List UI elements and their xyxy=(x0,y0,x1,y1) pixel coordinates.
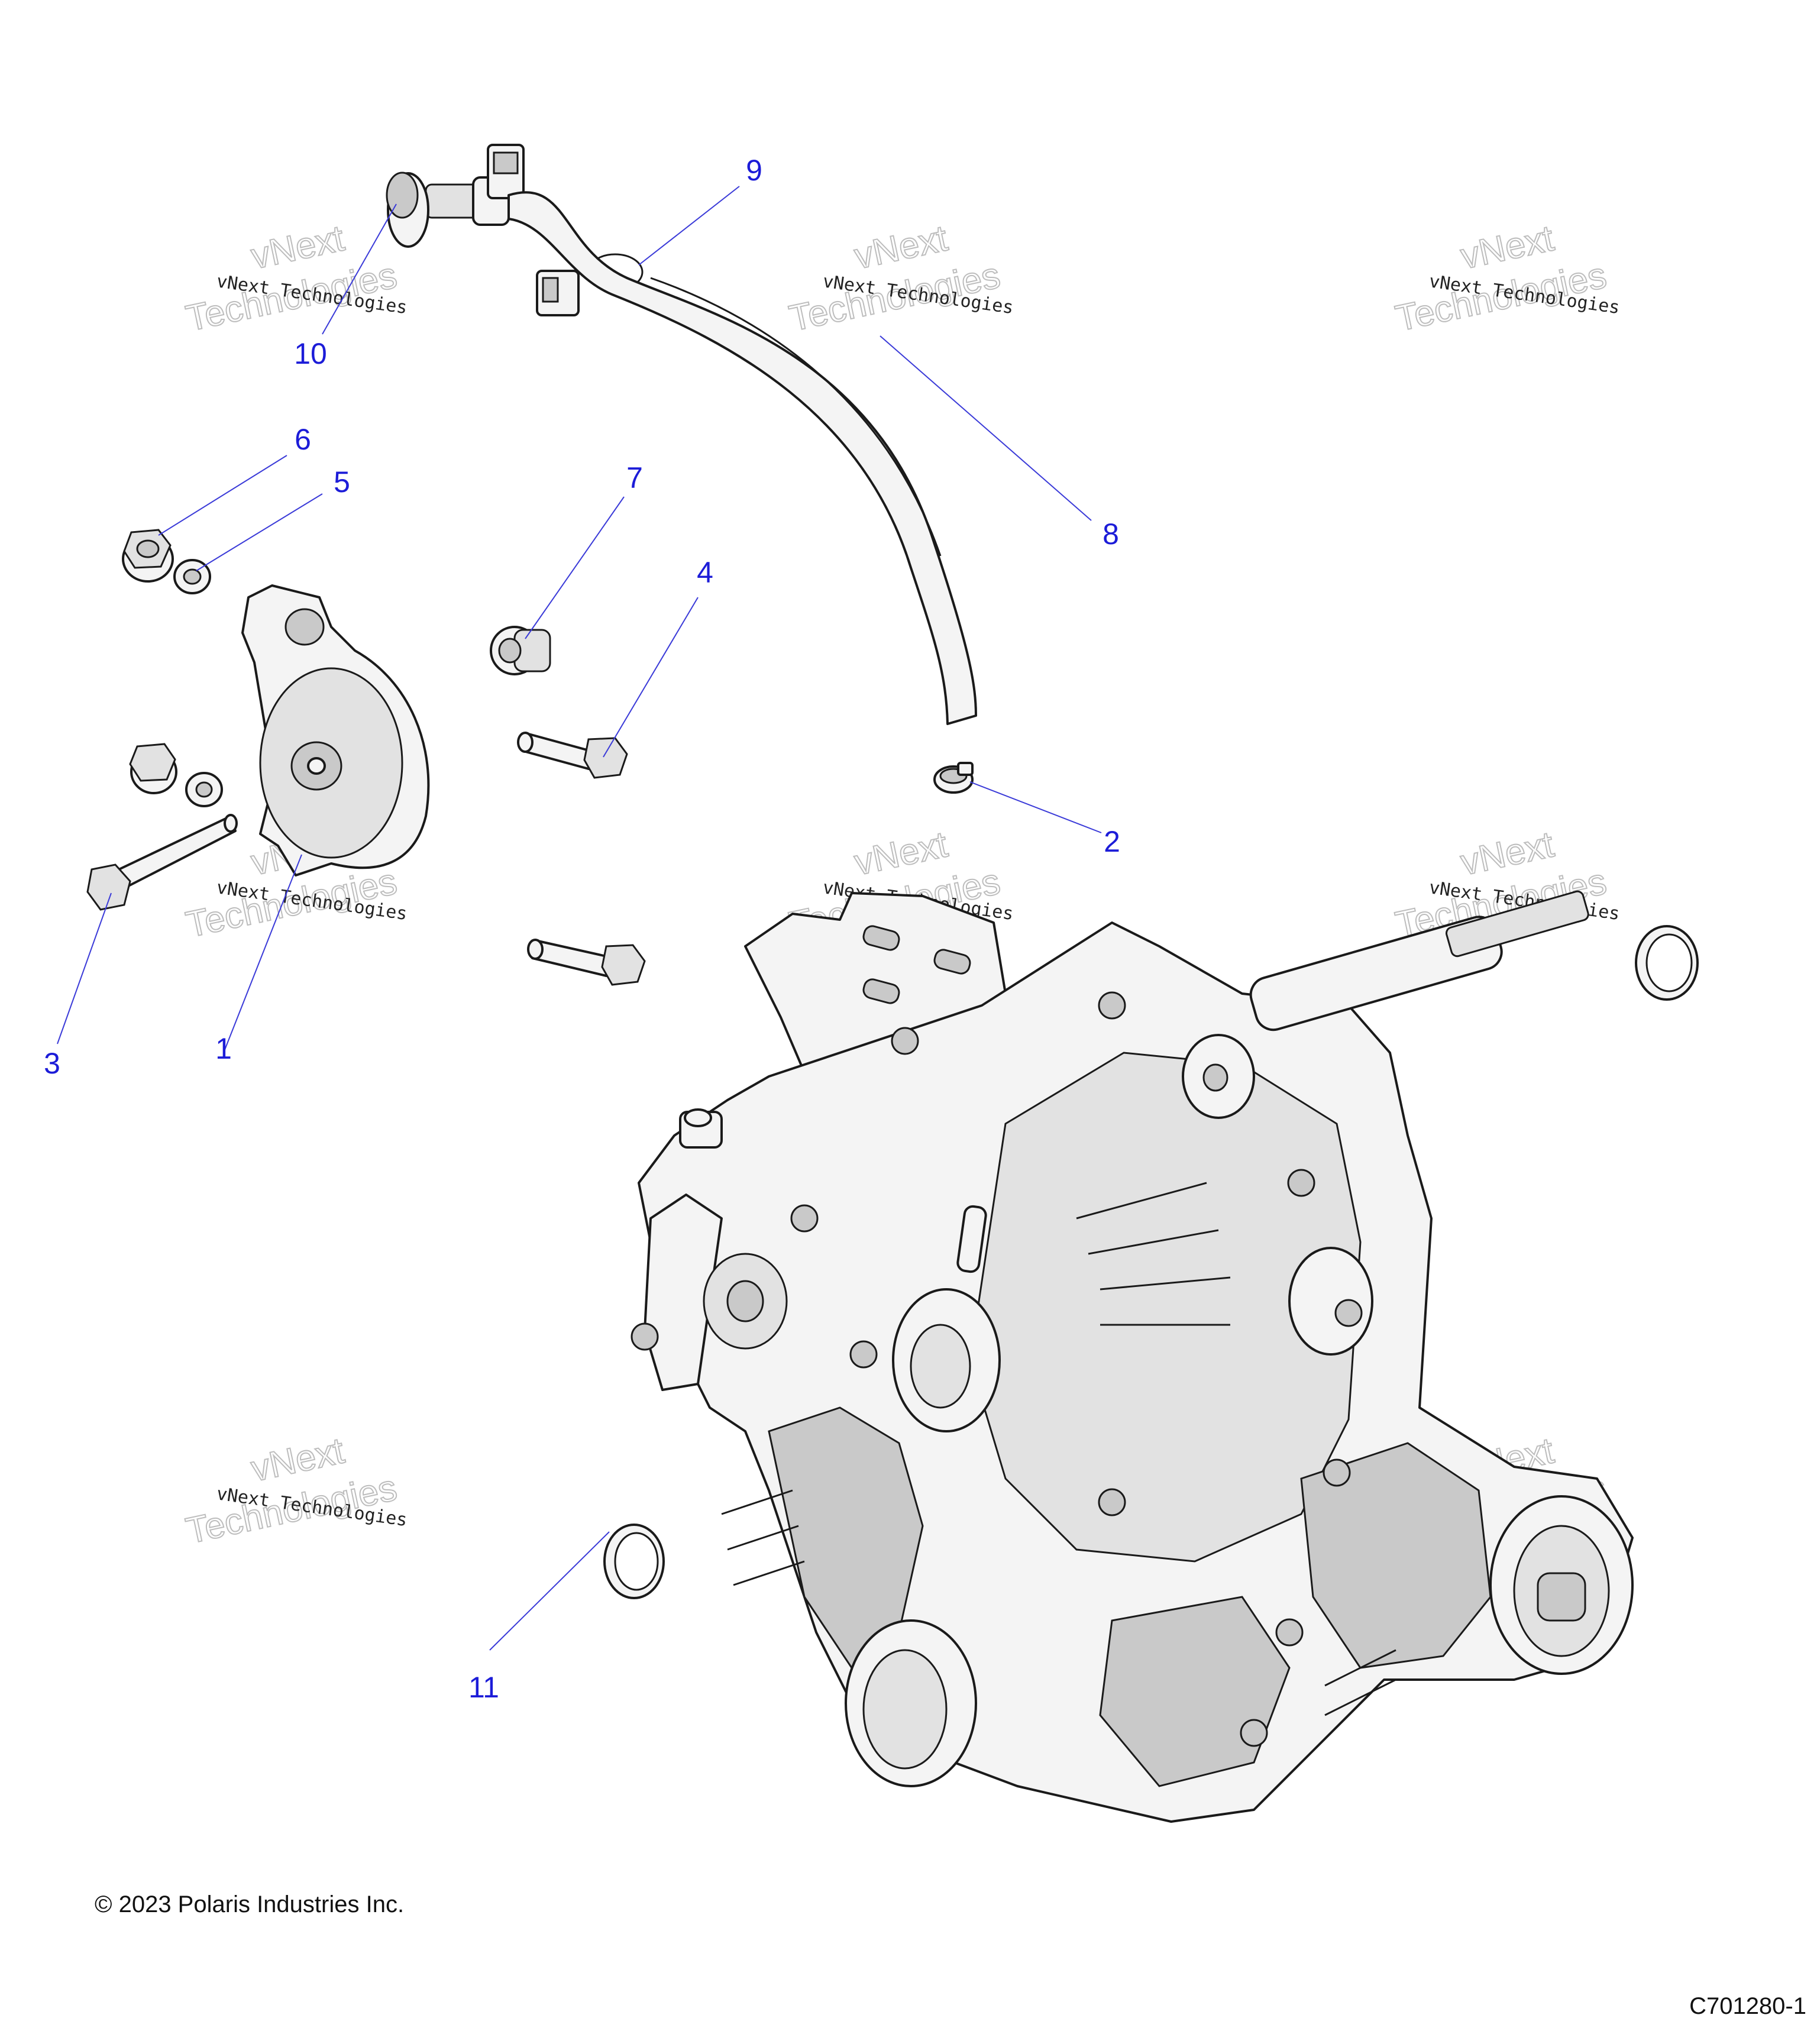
leader-2 xyxy=(969,781,1102,833)
callout-4: 4 xyxy=(697,556,713,589)
leader-3 xyxy=(57,892,112,1044)
actuator-nut-part xyxy=(129,743,177,794)
callout-9: 9 xyxy=(746,154,762,187)
actuator-bolt-part xyxy=(86,814,238,911)
callout-8: 8 xyxy=(1103,518,1119,551)
hose-clamp-part xyxy=(933,762,974,794)
leader-7 xyxy=(525,496,625,639)
leader-6 xyxy=(158,455,287,536)
watermark-bottom-left: vNext Technologies vNext Technologies xyxy=(182,1429,409,1552)
grommet-part xyxy=(490,626,551,675)
o-ring-part-left xyxy=(603,1524,665,1599)
o-ring-part-right xyxy=(1635,925,1699,1001)
callout-3: 3 xyxy=(44,1047,60,1080)
hose-retainer-clip-part xyxy=(487,144,644,316)
callout-labels: 1 2 3 4 5 6 7 8 9 10 11 xyxy=(44,154,1120,1704)
figure-id: C701280-1 xyxy=(1689,1993,1806,2019)
rotary-actuator-part xyxy=(241,584,430,877)
leader-8 xyxy=(880,335,1092,521)
watermark-top-left: vNext Technologies vNext Technologies xyxy=(182,217,409,339)
mount-bolt-part xyxy=(527,939,646,986)
callout-1: 1 xyxy=(215,1032,232,1065)
flange-bolt-part xyxy=(517,732,628,779)
actuator-washer-part xyxy=(185,772,223,807)
leader-1 xyxy=(223,854,302,1053)
callout-2: 2 xyxy=(1104,825,1120,858)
vent-hose-part xyxy=(507,191,977,725)
leader-11 xyxy=(489,1531,610,1651)
leader-10 xyxy=(322,203,397,335)
watermark-top-right: vNext Technologies vNext Technologies xyxy=(1392,217,1621,339)
callout-10: 10 xyxy=(294,337,327,370)
leader-5 xyxy=(196,493,323,571)
leader-lines xyxy=(57,186,1102,1651)
callout-6: 6 xyxy=(295,423,311,456)
flange-nut-part xyxy=(122,529,174,583)
callout-7: 7 xyxy=(626,461,643,494)
leader-4 xyxy=(603,597,699,758)
leader-9 xyxy=(638,186,740,266)
callout-5: 5 xyxy=(334,465,350,499)
watermark-top-center: vNext Technologies vNext Technologies xyxy=(785,217,1015,339)
callout-11: 11 xyxy=(468,1671,499,1704)
transmission-assembly xyxy=(631,890,1634,1823)
copyright-notice: © 2023 Polaris Industries Inc. xyxy=(95,1891,405,1917)
